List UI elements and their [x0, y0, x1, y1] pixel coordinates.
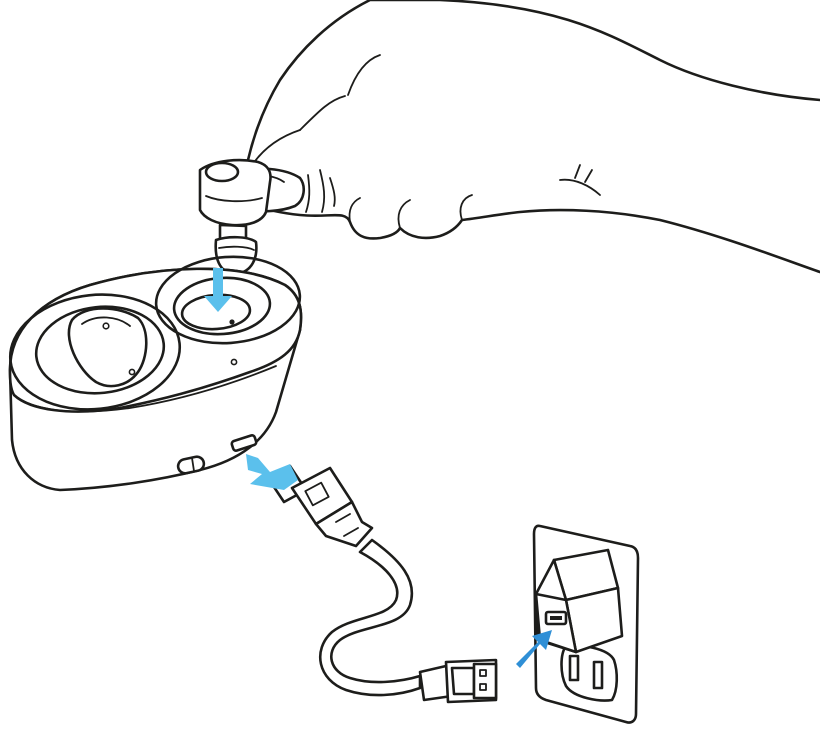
charging-case-icon [5, 252, 303, 490]
arrow-icon [246, 454, 298, 490]
micro-usb-cable-icon [268, 466, 496, 702]
hand-icon [234, 0, 820, 272]
